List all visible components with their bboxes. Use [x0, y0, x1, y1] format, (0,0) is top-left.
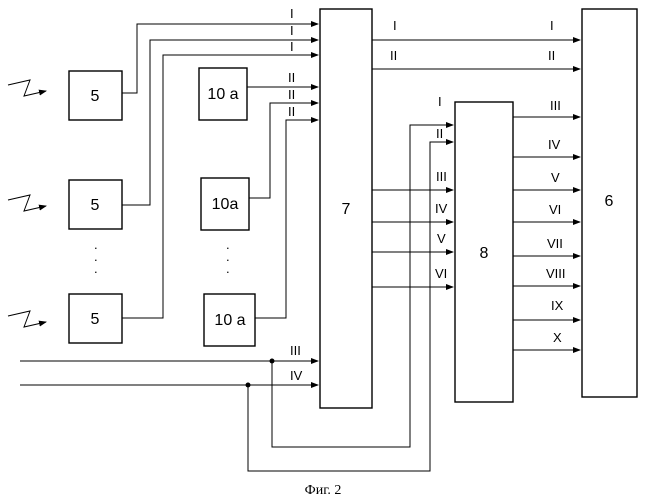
label-II-in-3: II: [288, 104, 295, 119]
sensor-block-label: 5: [91, 88, 100, 105]
sensor-block-label: 5: [91, 311, 100, 328]
figure-caption: Фиг. 2: [305, 483, 342, 498]
unit-10a-label: 10 a: [214, 312, 245, 329]
label-VII-6: VII: [547, 236, 563, 251]
label-VIII-6: VIII: [546, 266, 566, 281]
unit-10a-ellipsis: ...: [226, 237, 230, 276]
label-II-6in: II: [548, 48, 555, 63]
wire-10a3-to-7: [255, 120, 318, 318]
label-III-in: III: [290, 343, 301, 358]
input-signal-icon: [8, 311, 46, 327]
unit-10a-label: 10 a: [207, 86, 238, 103]
label-II-8: II: [436, 126, 443, 141]
unit-10a-block-1: 10 a: [199, 68, 247, 120]
sensor-block-2: 5: [69, 180, 122, 229]
label-VI-8: VI: [435, 266, 447, 281]
label-I-6in: I: [550, 18, 554, 33]
label-II-in-2: II: [288, 87, 295, 102]
input-signal-icon: [8, 80, 46, 96]
sensor-ellipsis: ...: [94, 237, 98, 276]
label-IV-6: IV: [548, 137, 561, 152]
unit-10a-label: 10a: [212, 196, 239, 213]
converter-block-label: 8: [480, 245, 489, 262]
label-VI-6: VI: [549, 202, 561, 217]
label-V-6: V: [551, 170, 560, 185]
label-II-7out: II: [390, 48, 397, 63]
switch-block-7: 7: [320, 9, 372, 408]
unit-10a-block-3: 10 a: [204, 294, 255, 346]
wire-10a2-to-7: [249, 103, 318, 198]
label-III-8: III: [436, 169, 447, 184]
input-signal-icon: [8, 195, 46, 211]
label-V-8: V: [437, 231, 446, 246]
output-block-label: 6: [605, 193, 614, 210]
label-II-in-1: II: [288, 70, 295, 85]
switch-block-label: 7: [342, 201, 351, 218]
label-I-in-3: I: [290, 39, 294, 54]
sensor-block-3: 5: [69, 294, 122, 343]
sensor-block-label: 5: [91, 197, 100, 214]
output-block-6: 6: [582, 9, 637, 397]
label-I-7out: I: [393, 18, 397, 33]
converter-block-8: 8: [455, 102, 513, 402]
label-I-in-2: I: [290, 23, 294, 38]
label-I-in-1: I: [290, 6, 294, 21]
label-I-8: I: [438, 94, 442, 109]
label-IV-8: IV: [435, 201, 448, 216]
label-IX-6: IX: [551, 298, 564, 313]
unit-10a-block-2: 10a: [201, 178, 249, 230]
sensor-block-1: 5: [69, 71, 122, 120]
label-III-6: III: [550, 98, 561, 113]
label-IV-in: IV: [290, 368, 303, 383]
label-X-6: X: [553, 330, 562, 345]
